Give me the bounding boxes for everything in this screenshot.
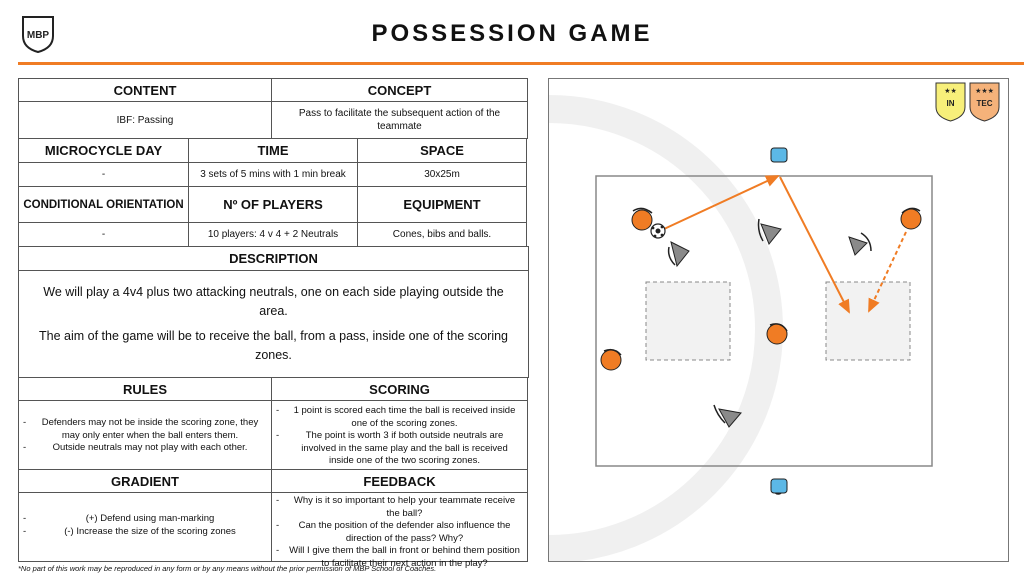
title-underline xyxy=(18,62,1024,65)
rules-list: Defenders may not be inside the scoring … xyxy=(18,400,272,470)
equipment-header: EQUIPMENT xyxy=(357,186,527,223)
feedback-list: Why is it so important to help your team… xyxy=(271,492,528,569)
movement-arrow xyxy=(868,231,907,313)
microcycle-header: MICROCYCLE DAY xyxy=(18,138,189,163)
concept-header: CONCEPT xyxy=(271,78,528,102)
description-line: We will play a 4v4 plus two attacking ne… xyxy=(43,285,504,318)
mbp-shield-logo: MBP xyxy=(22,16,54,54)
logo-text: MBP xyxy=(27,30,50,41)
neutral-bottom-body xyxy=(770,478,788,494)
pass-arrow xyxy=(779,176,850,314)
pitch-diagram: ★★ IN ★★★ TEC xyxy=(315,82,1000,563)
page-title: POSSESSION GAME xyxy=(371,20,653,47)
content-header: CONTENT xyxy=(18,78,272,102)
conditional-orientation-value: - xyxy=(18,222,189,247)
badge-tec-stars: ★★★ xyxy=(975,87,994,95)
scoring-header: SCORING xyxy=(271,377,528,401)
gradient-header: GRADIENT xyxy=(18,469,272,493)
defender-body xyxy=(670,241,690,268)
space-header: SPACE xyxy=(357,138,527,163)
badge-in-shield xyxy=(935,82,966,122)
defender-body xyxy=(848,236,868,256)
badge-tec: ★★★ TEC xyxy=(969,82,1000,122)
defender-player xyxy=(757,218,782,245)
neutral-player-bottom xyxy=(770,478,788,495)
gradient-list: (+) Defend using man-marking (-) Increas… xyxy=(18,492,272,562)
rules-item: Outside neutrals may not play with each … xyxy=(23,442,265,455)
defender-player xyxy=(667,241,690,268)
equipment-value: Cones, bibs and balls. xyxy=(357,222,527,247)
feedback-item: Can the position of the defender also in… xyxy=(276,520,521,545)
copyright-notice: *No part of this work may be reproduced … xyxy=(18,564,437,573)
gradient-item: (+) Defend using man-marking xyxy=(23,513,265,526)
soccer-ball-icon xyxy=(650,223,666,239)
badge-in: ★★ IN xyxy=(935,82,966,122)
pass-arrow xyxy=(663,175,780,230)
scoring-zone-left xyxy=(645,281,731,361)
attacker-player xyxy=(600,348,622,371)
attacker-body xyxy=(631,209,653,231)
microcycle-value: - xyxy=(18,162,189,187)
space-value: 30x25m xyxy=(357,162,527,187)
rules-item: Defenders may not be inside the scoring … xyxy=(23,417,265,442)
attacker-player xyxy=(766,323,788,345)
scoring-item: The point is worth 3 if both outside neu… xyxy=(276,430,521,468)
attacker-player xyxy=(900,207,922,230)
description-line: The aim of the game will be to receive t… xyxy=(39,329,508,362)
neutral-top-body xyxy=(770,147,788,163)
badge-in-label: IN xyxy=(947,99,955,108)
badge-tec-label: TEC xyxy=(977,99,993,108)
time-header: TIME xyxy=(188,138,358,163)
gradient-item: (-) Increase the size of the scoring zon… xyxy=(23,526,265,539)
session-sheet-table: CONTENT CONCEPT IBF: Passing Pass to fac… xyxy=(18,78,529,569)
description-body: We will play a 4v4 plus two attacking ne… xyxy=(18,270,529,378)
badge-in-stars: ★★ xyxy=(944,87,957,95)
players-value: 10 players: 4 v 4 + 2 Neutrals xyxy=(188,222,358,247)
feedback-header: FEEDBACK xyxy=(271,469,528,493)
concept-value: Pass to facilitate the subsequent action… xyxy=(271,101,528,139)
pitch-outline xyxy=(595,175,933,467)
badge-tec-shield xyxy=(969,82,1000,122)
defender-body xyxy=(760,223,782,245)
neutral-player-top xyxy=(770,147,788,163)
description-header: DESCRIPTION xyxy=(18,246,529,271)
defender-player xyxy=(713,404,742,428)
time-value: 3 sets of 5 mins with 1 min break xyxy=(188,162,358,187)
pitch-diagram-panel: ★★ IN ★★★ TEC xyxy=(315,78,1009,563)
players-header: Nº OF PLAYERS xyxy=(188,186,358,223)
scoring-item: 1 point is scored each time the ball is … xyxy=(276,405,521,430)
feedback-item: Will I give them the ball in front or be… xyxy=(276,545,521,570)
defender-player xyxy=(848,232,872,256)
scoring-list: 1 point is scored each time the ball is … xyxy=(271,400,528,470)
conditional-orientation-header: CONDITIONAL ORIENTATION xyxy=(18,186,189,223)
feedback-item: Why is it so important to help your team… xyxy=(276,495,521,520)
content-value: IBF: Passing xyxy=(18,101,272,139)
attacker-player xyxy=(631,207,653,231)
rules-header: RULES xyxy=(18,377,272,401)
defender-body xyxy=(718,408,742,428)
